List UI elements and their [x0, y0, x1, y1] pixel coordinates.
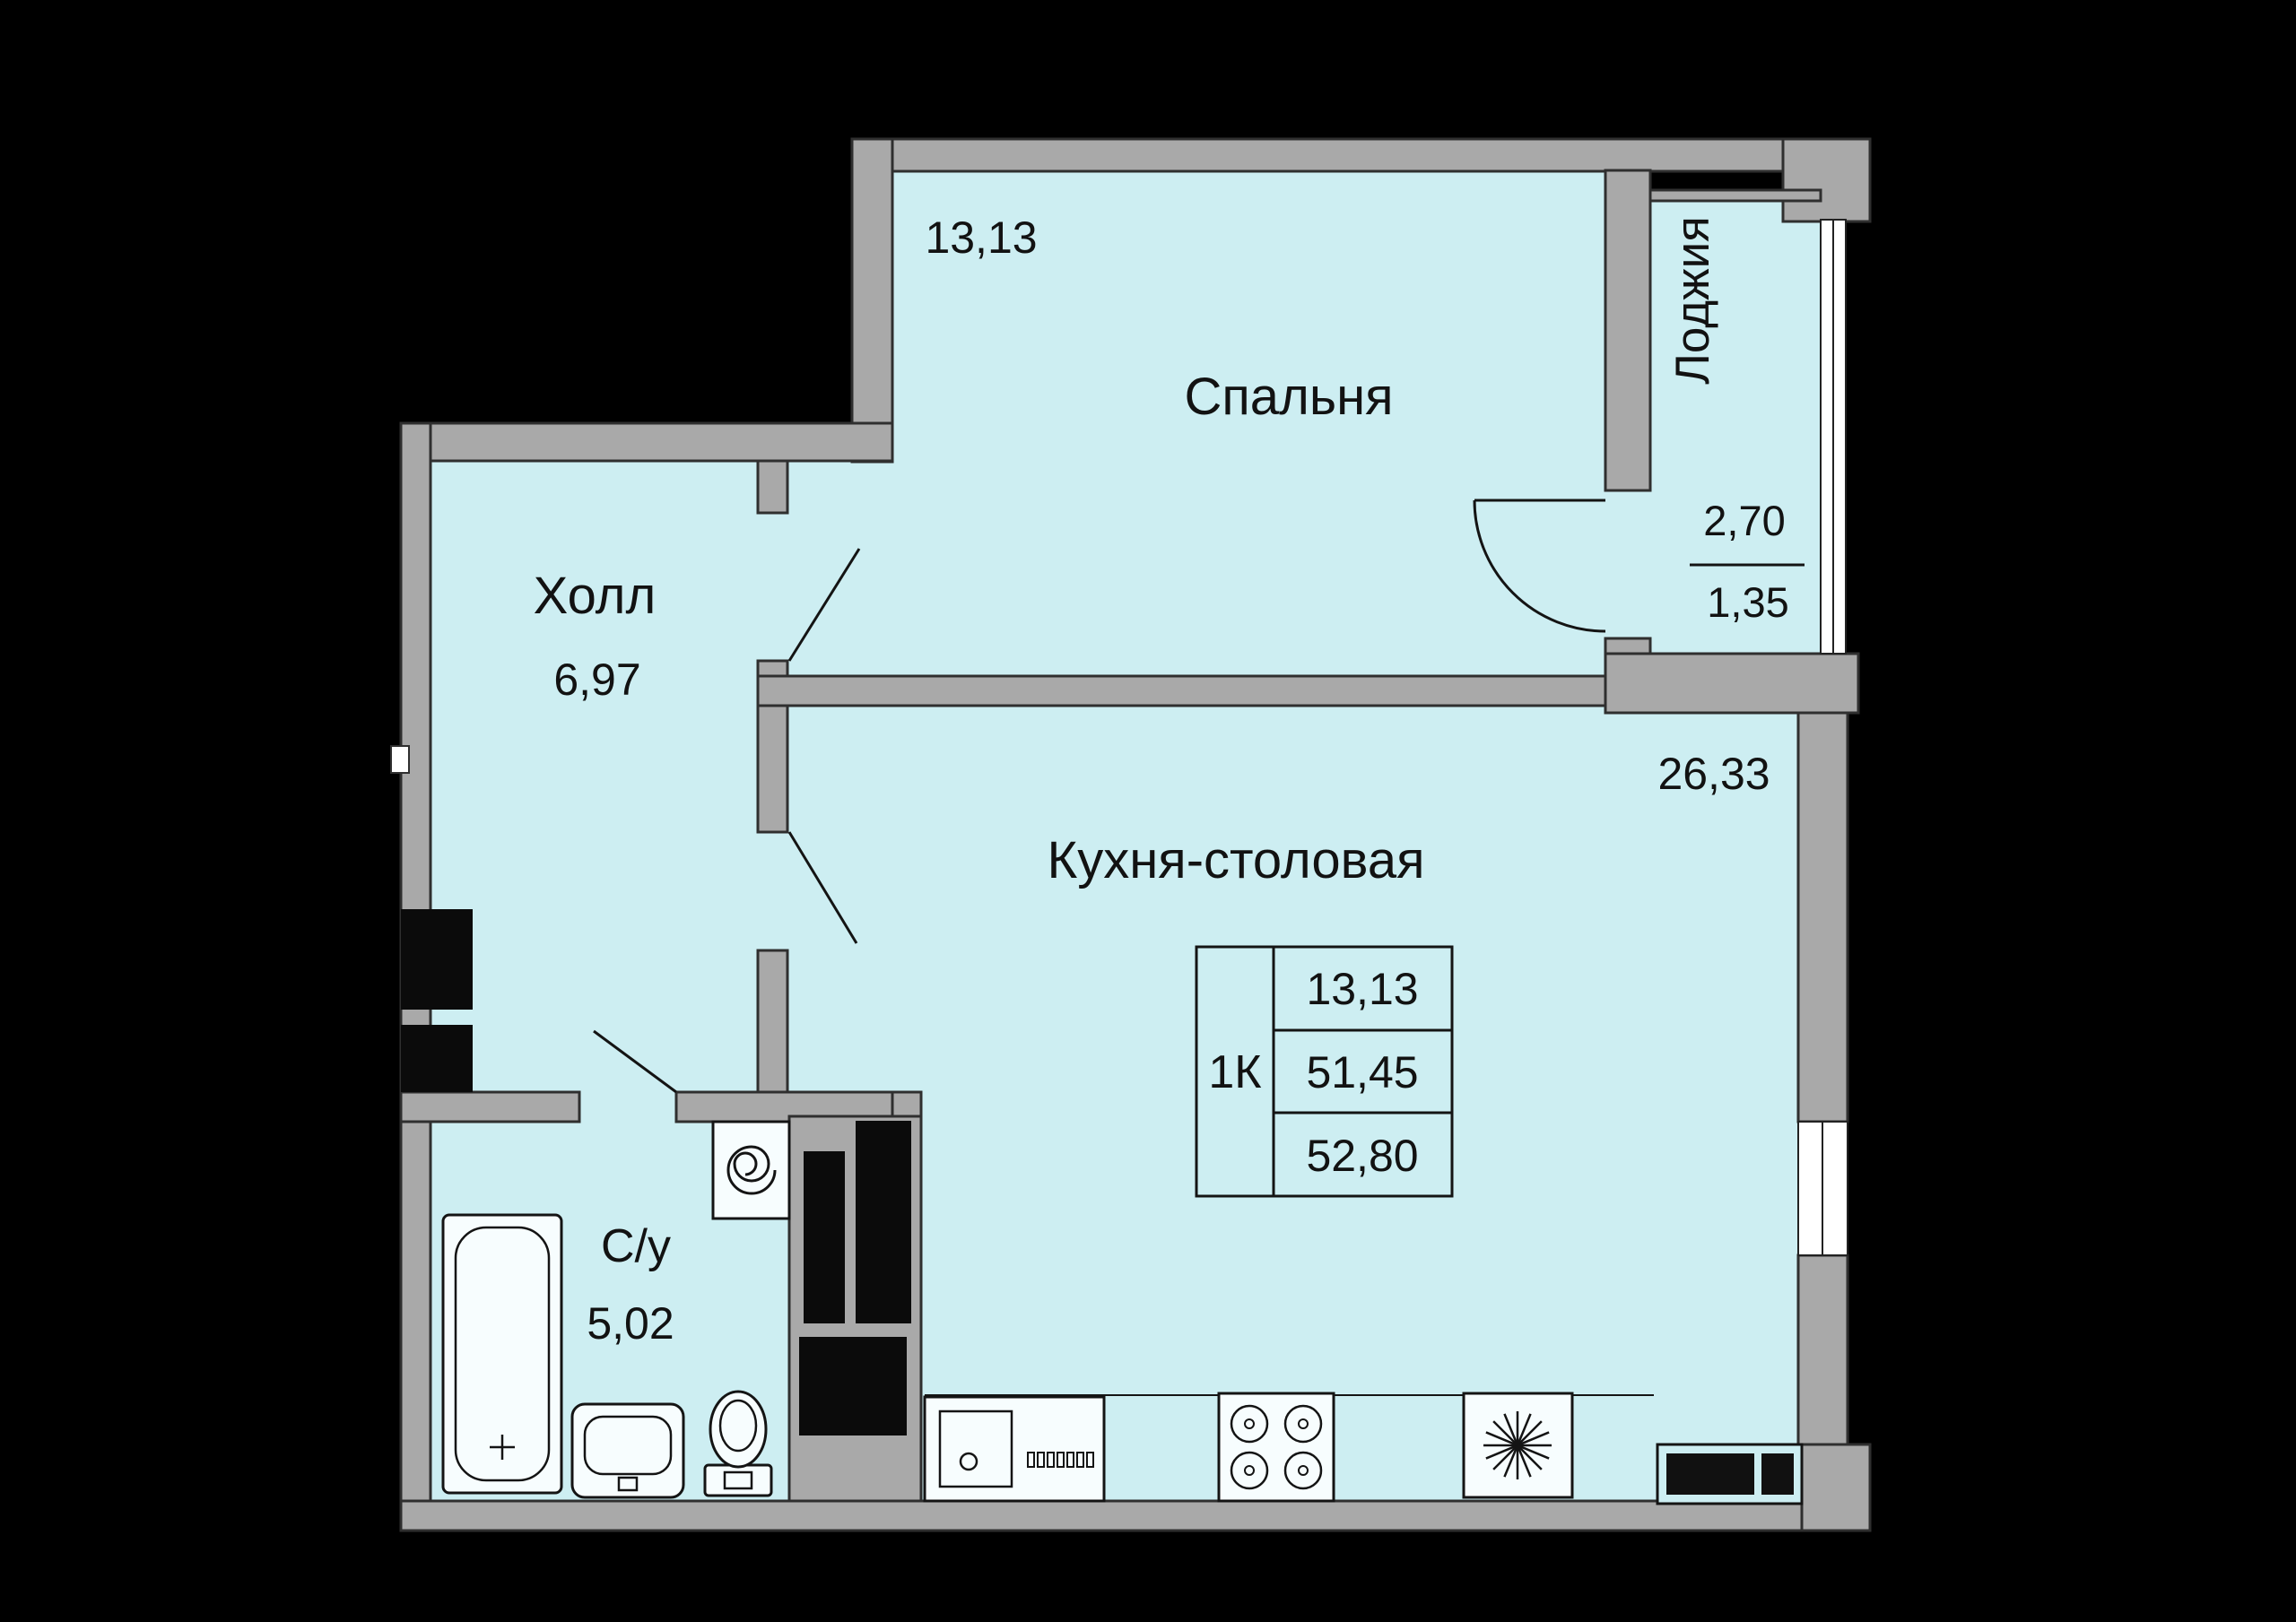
wall-segment: [850, 137, 894, 464]
loggia-area-reduced-label: 1,35: [1707, 578, 1788, 626]
wall-segment: [399, 1499, 1872, 1532]
kitchen-floor: [787, 706, 1798, 1501]
wall-segment: [1604, 169, 1652, 492]
door-opening: [579, 1092, 676, 1122]
living-area-value: 13,13: [1306, 964, 1418, 1014]
wash-basin-icon: [570, 1402, 685, 1499]
cooker-fan-icon: [1462, 1392, 1574, 1499]
wall-segment: [850, 137, 1872, 173]
wall-segment: [1800, 1443, 1872, 1532]
fan-star-icon: [1483, 1411, 1552, 1479]
window-pane: [1666, 1453, 1754, 1495]
hall-floor: [430, 461, 758, 1092]
stove-icon: [1217, 1392, 1335, 1503]
loggia-floor: [1650, 201, 1821, 654]
wall-niche: [401, 909, 473, 1010]
washing-machine-icon: [711, 1120, 791, 1220]
duct: [799, 1337, 907, 1436]
shafts: [401, 909, 911, 1436]
kitchen-sink-icon: [923, 1395, 1106, 1503]
door-leaf-bathroom: [593, 1029, 677, 1094]
wall-segment: [399, 421, 894, 463]
wall-segment: [1604, 652, 1860, 715]
toilet-icon: [703, 1390, 773, 1497]
door-leaf-kitchen: [787, 831, 858, 944]
bedroom-floor-extension: [787, 461, 892, 676]
walls: [399, 137, 1872, 1532]
wall-segment: [1796, 711, 1849, 1123]
info-table: [1195, 945, 1454, 1198]
apartment-type-label: 1К: [1208, 1046, 1261, 1098]
window-pane: [1761, 1453, 1794, 1495]
loggia-area-full-label: 2,70: [1703, 497, 1785, 544]
wall-segment: [1781, 137, 1872, 223]
door-swing-arc: [1473, 499, 1606, 633]
bathroom-area-label: 5,02: [587, 1298, 674, 1349]
doors: [593, 499, 1606, 1094]
hall-area-label: 6,97: [553, 655, 640, 705]
balcony-window-block: [1656, 1443, 1804, 1505]
door-opening: [758, 832, 787, 950]
bedroom-floor: [892, 171, 1605, 676]
bathroom-name-label: С/у: [601, 1220, 671, 1272]
kitchen-area-label: 26,33: [1657, 749, 1770, 799]
total-area-value: 52,80: [1306, 1131, 1418, 1181]
spiral-icon: [726, 1145, 777, 1195]
door-opening: [1605, 490, 1650, 638]
bedroom-area-label: 13,13: [925, 213, 1037, 263]
info-table-border: [1195, 945, 1454, 1198]
wall-notch: [390, 745, 410, 774]
bathtub-icon: [441, 1213, 563, 1495]
wall-segment: [756, 674, 1607, 707]
windows: [1797, 219, 1848, 1256]
wall-segment: [756, 949, 789, 1094]
wall-niche: [401, 1025, 473, 1092]
kitchen-name-label: Кухня-столовая: [1047, 831, 1424, 889]
wall-segment: [399, 1090, 581, 1123]
wall-segment: [756, 704, 789, 834]
wall-segment: [756, 459, 789, 515]
wall-segment: [1604, 637, 1652, 655]
duct: [856, 1121, 911, 1323]
bedroom-name-label: Спальня: [1184, 368, 1393, 426]
door-opening: [758, 513, 787, 661]
loggia-name-label: Лоджия: [1666, 216, 1719, 385]
loggia-parapet: [1648, 188, 1822, 203]
area-without-loggia-value: 51,45: [1306, 1047, 1418, 1097]
duct: [804, 1151, 845, 1323]
door-leaf-bedroom: [787, 548, 861, 662]
hall-name-label: Холл: [534, 567, 657, 625]
labels: 13,13 Спальня Лоджия 2,70 1,35 Холл 6,97…: [534, 213, 1789, 1349]
